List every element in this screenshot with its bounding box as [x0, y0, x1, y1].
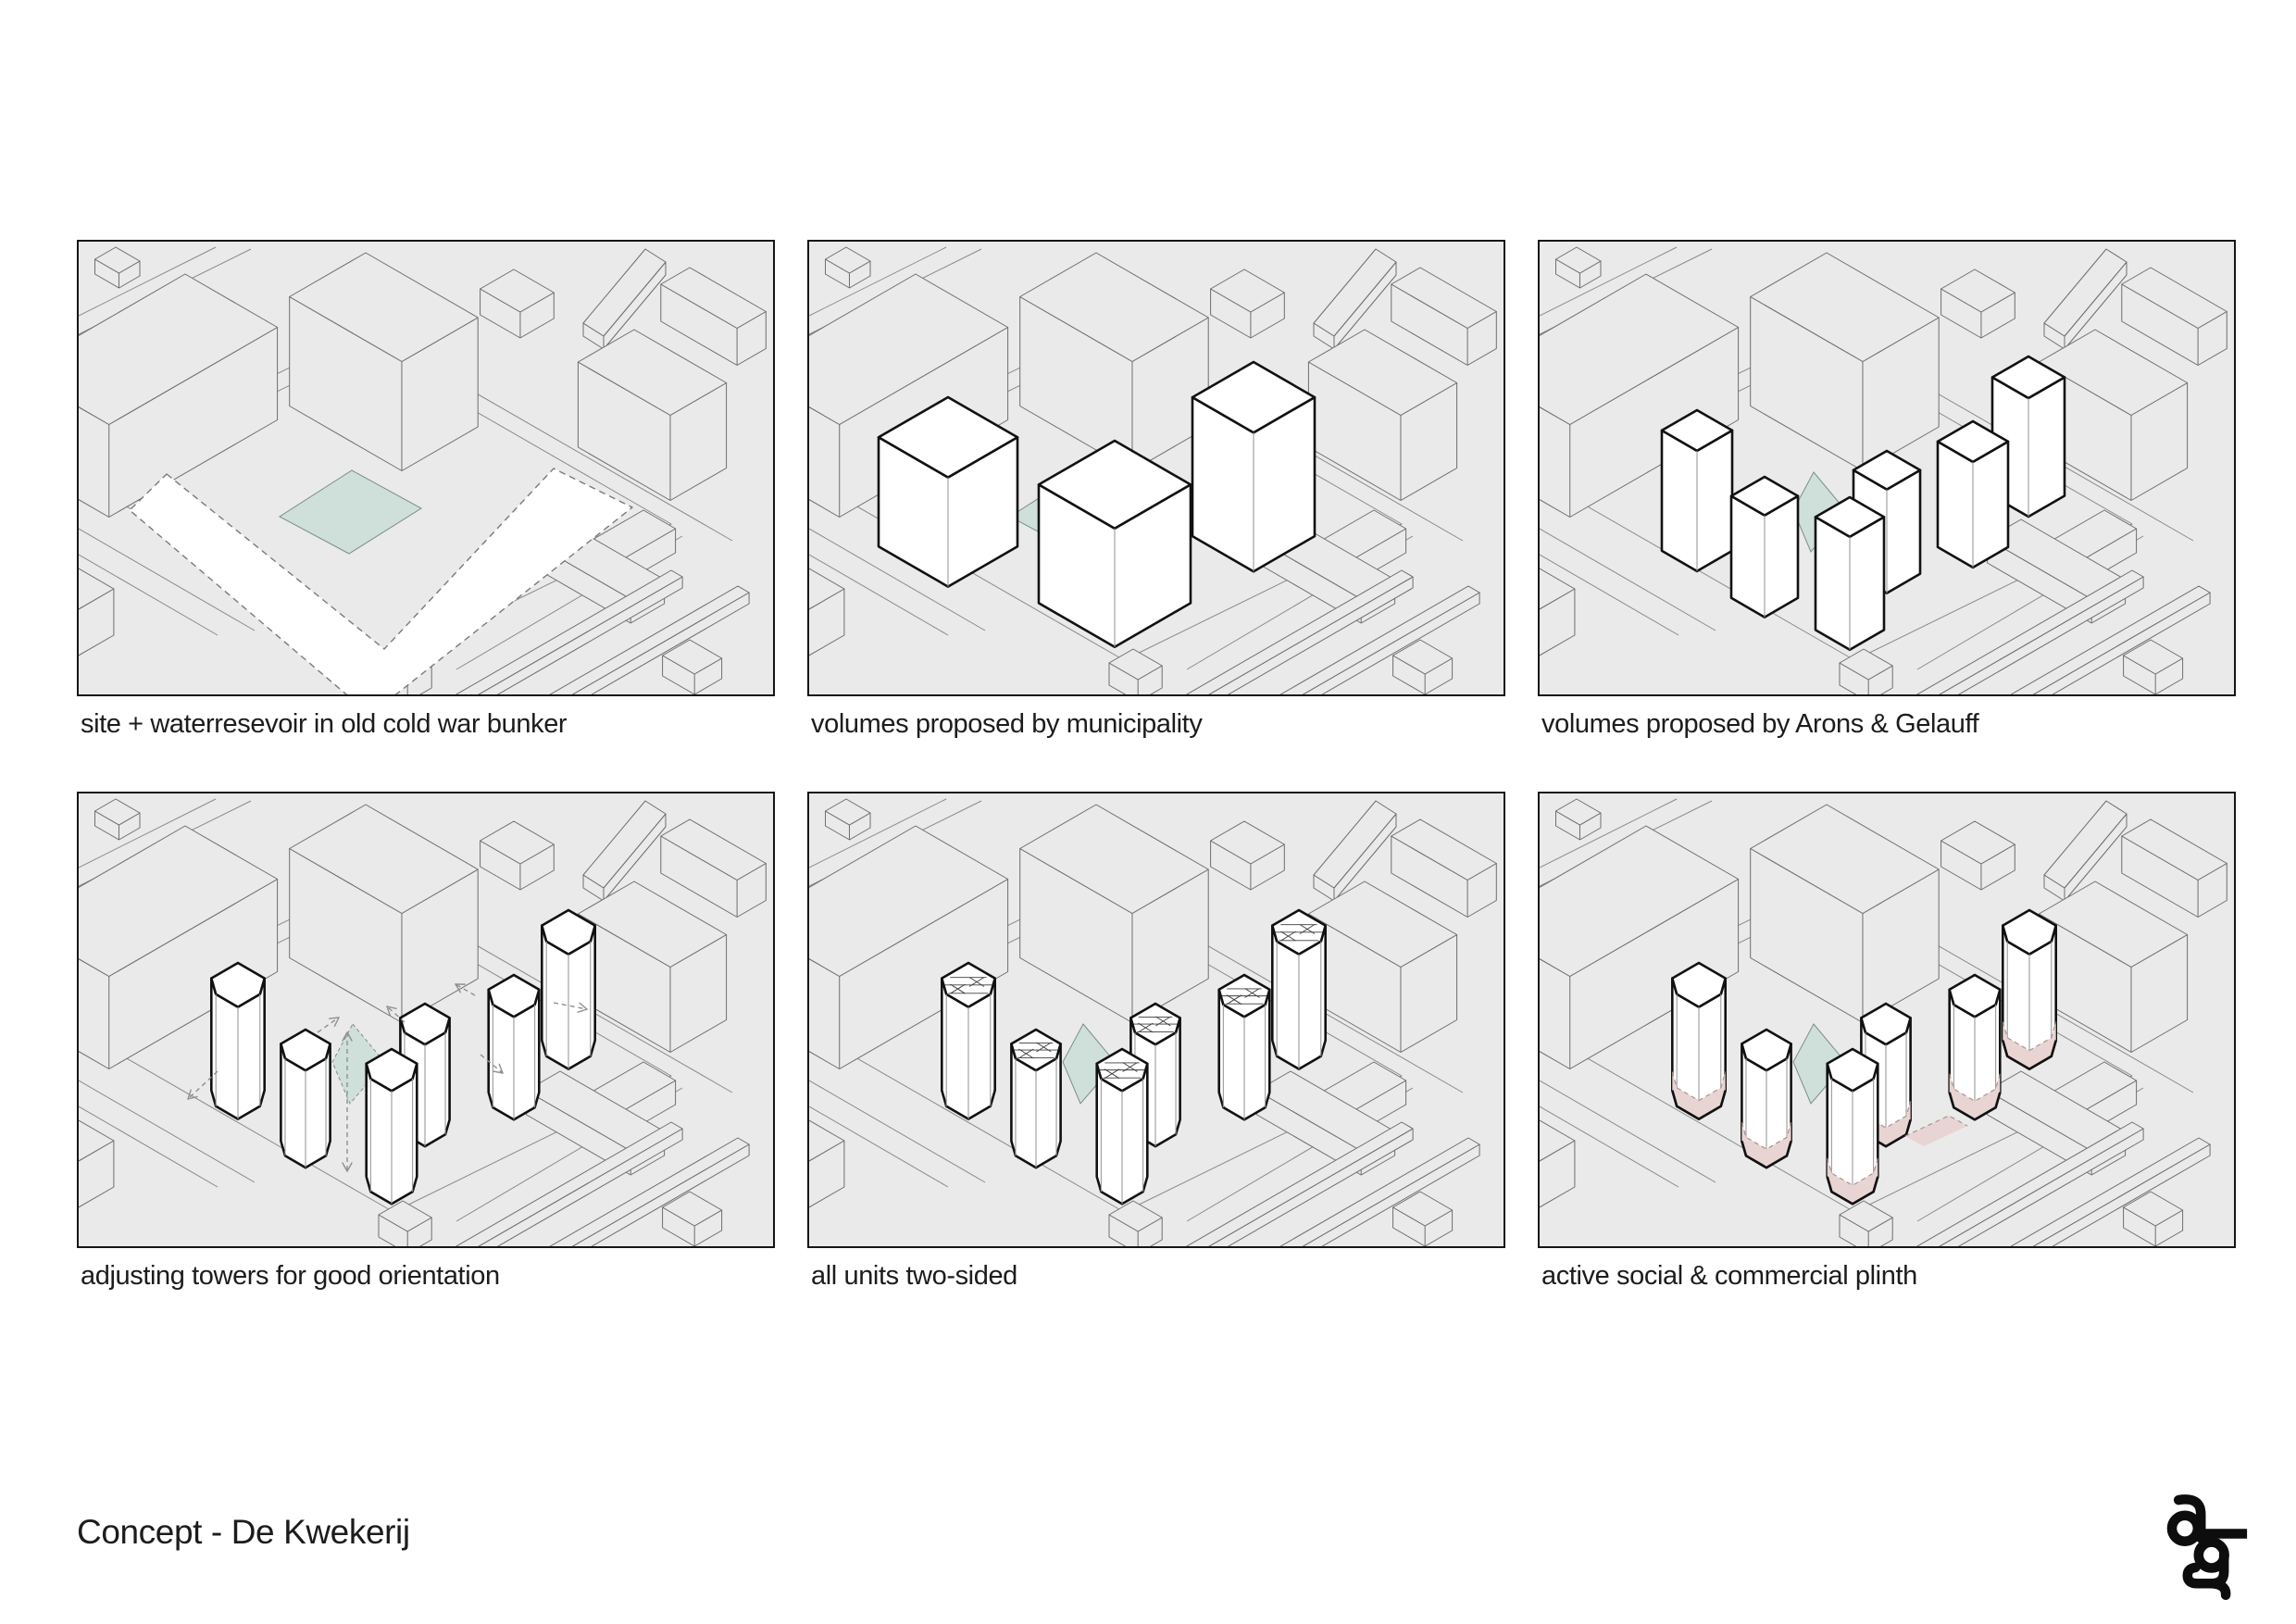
panel-caption: site + waterresevoir in old cold war bun… — [81, 709, 568, 739]
panel-caption: adjusting towers for good orientation — [81, 1261, 500, 1291]
logo-g-tail — [2206, 1579, 2231, 1601]
panel-caption: active social & commercial plinth — [1541, 1261, 1917, 1291]
panel-site: site + waterresevoir in old cold war bun… — [77, 240, 775, 739]
panel-orientation: adjusting towers for good orientation — [77, 792, 775, 1291]
logo-a-hook — [2173, 1494, 2206, 1543]
panel-caption: all units two-sided — [811, 1261, 1017, 1291]
two-sided-units-diagram — [809, 798, 1497, 1246]
panel-caption: volumes proposed by municipality — [811, 709, 1203, 739]
municipality-volumes-diagram — [809, 246, 1497, 694]
arons-gelauff-logo — [2166, 1494, 2248, 1601]
panel-caption: volumes proposed by Arons & Gelauff — [1541, 709, 1979, 739]
page-title: Concept - De Kwekerij — [77, 1513, 410, 1551]
arons-gelauff-volumes-diagram — [1540, 246, 2227, 694]
plinth-diagram — [1540, 798, 2227, 1246]
panel-arons-gelauff-volumes: volumes proposed by Arons & Gelauff — [1538, 240, 2236, 739]
logo-g-descender — [2182, 1549, 2229, 1589]
logo-a-bowl — [2166, 1510, 2203, 1546]
site-diagram — [79, 246, 767, 694]
panel-plinth: active social & commercial plinth — [1538, 792, 2236, 1291]
panel-two-sided-units: all units two-sided — [807, 792, 1505, 1291]
panel-municipality-volumes: volumes proposed by municipality — [807, 240, 1505, 739]
orientation-diagram — [79, 798, 767, 1246]
